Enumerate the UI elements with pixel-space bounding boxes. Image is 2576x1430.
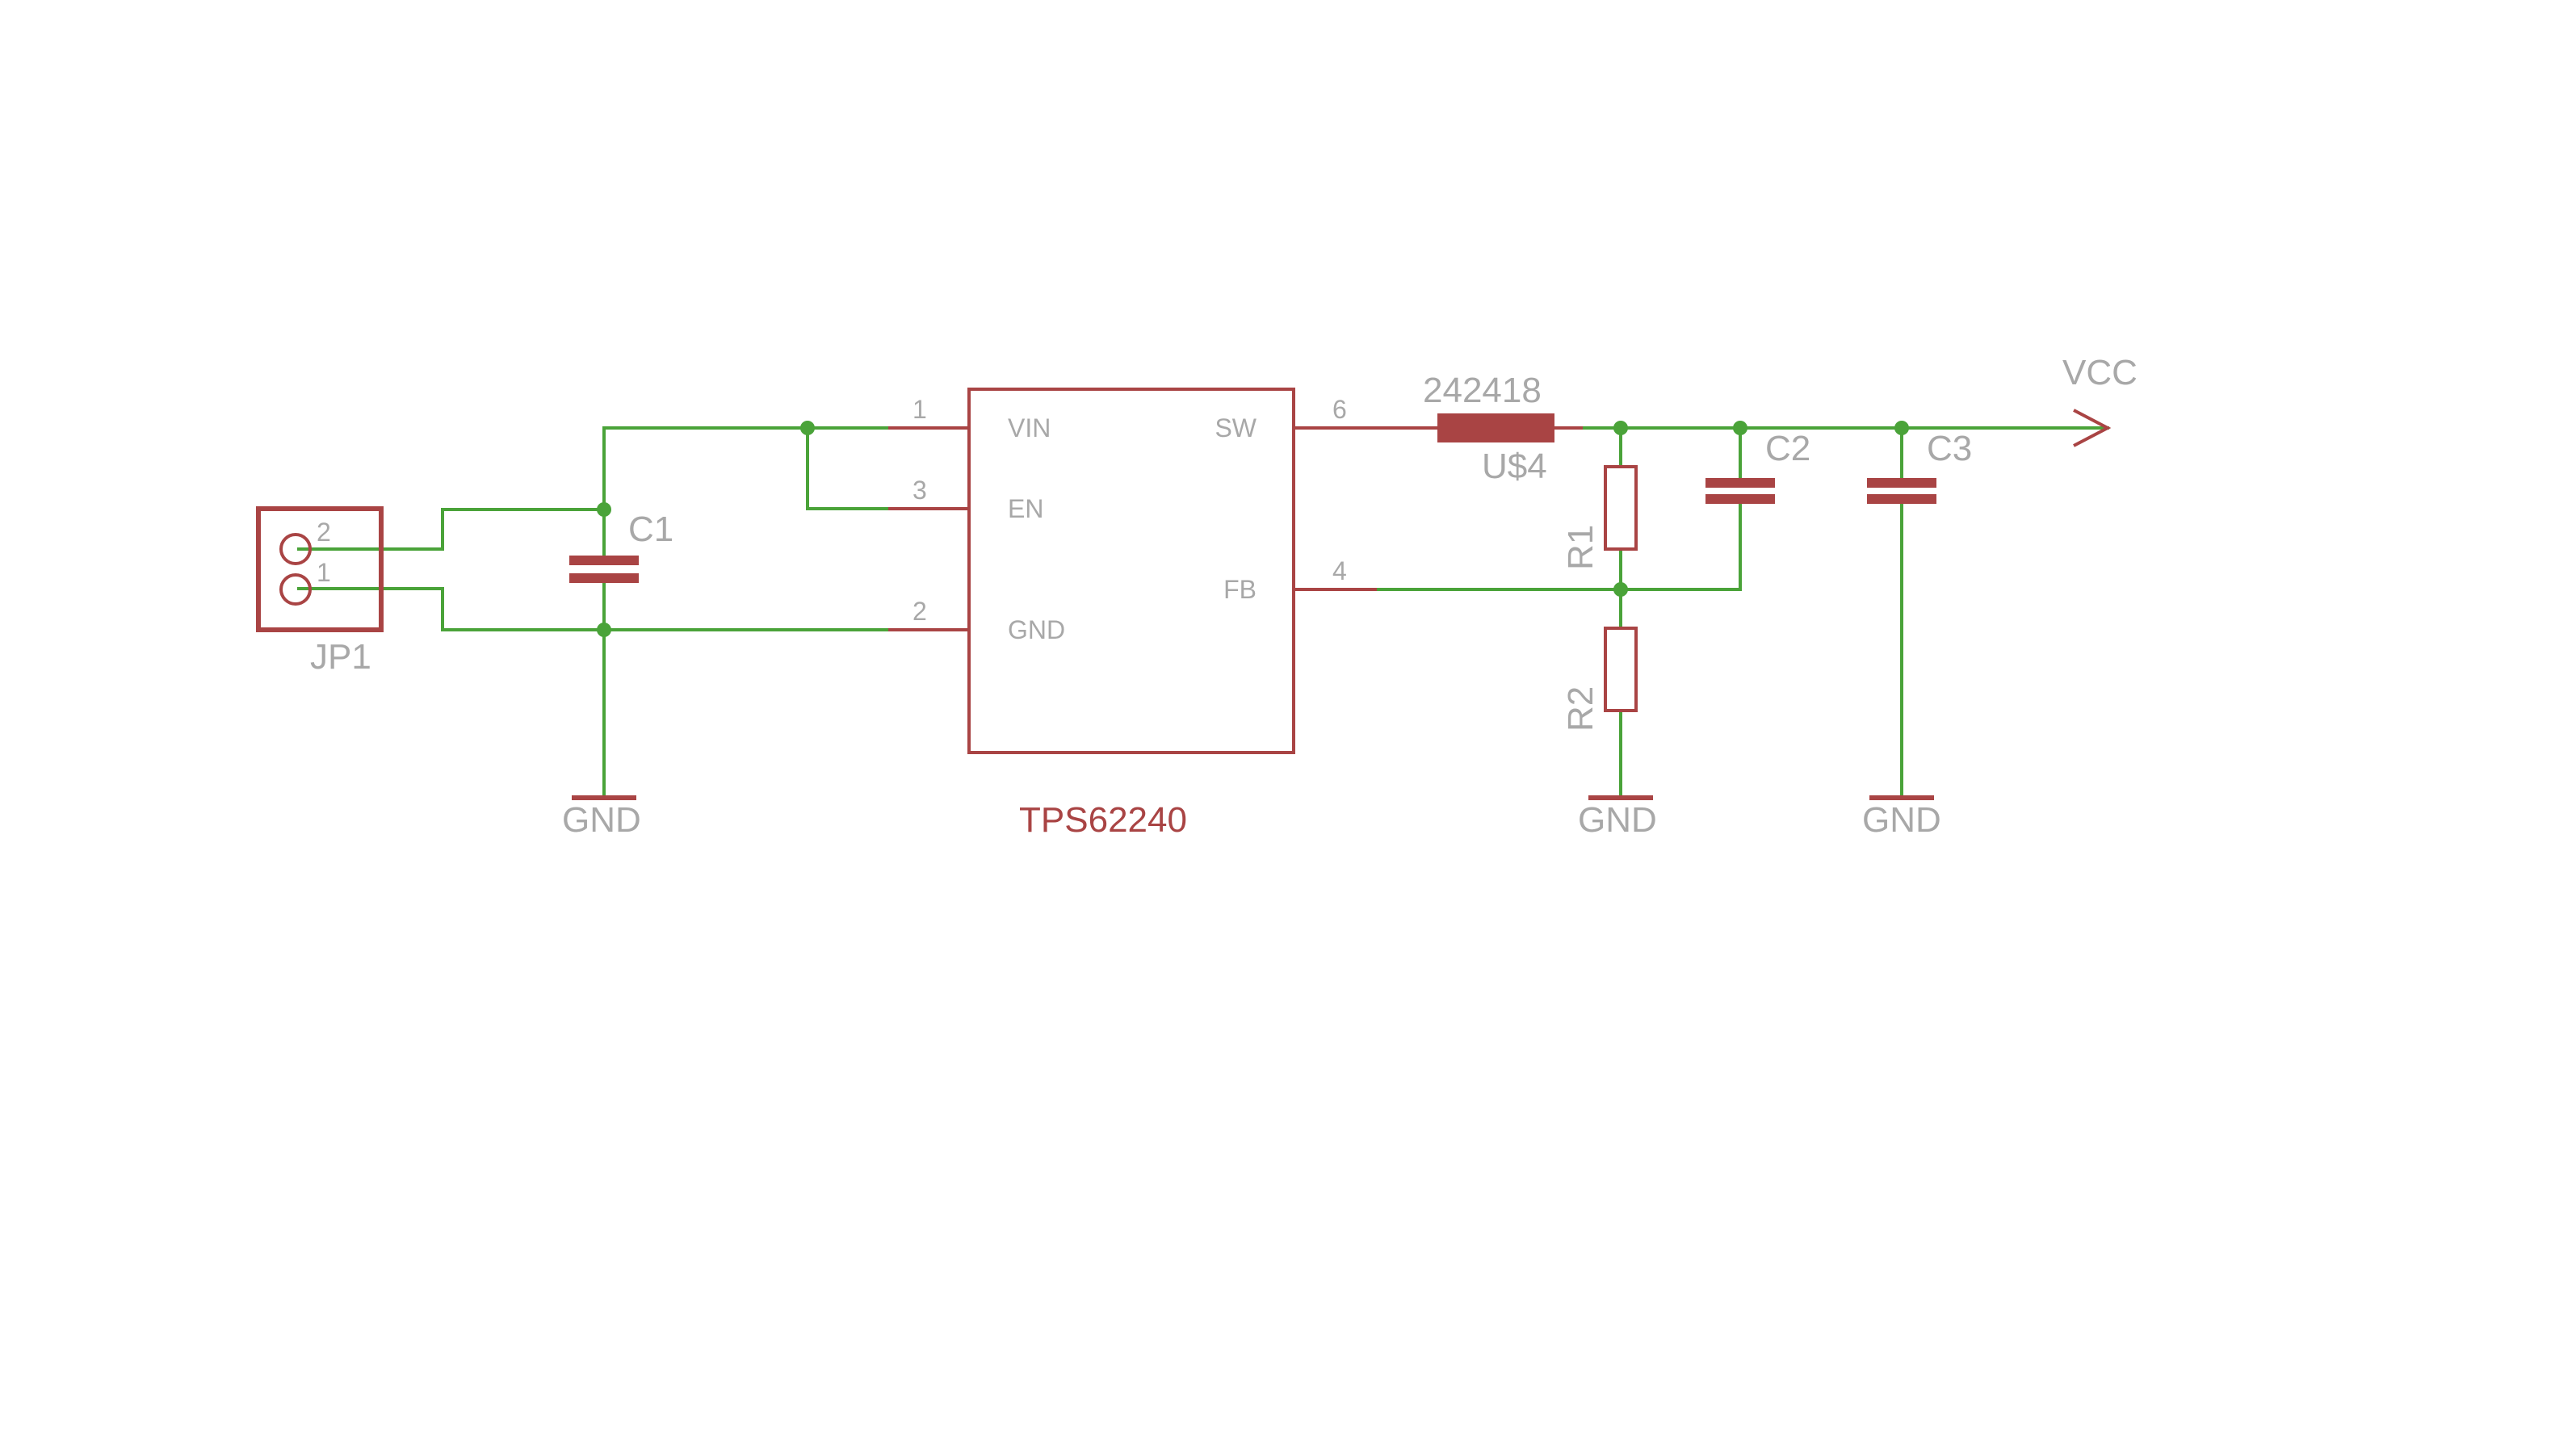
junction-dot [1613,582,1628,597]
ic-pin-number: 2 [913,597,927,626]
net-fb [1375,499,1742,591]
net-en-tie [806,426,890,510]
net-jp1-pin1 [297,587,606,631]
ic-pin-number: 6 [1332,395,1347,424]
net-jp1-pin2 [297,508,606,551]
ic-tps62240[interactable]: 1 3 2 6 4 VIN EN GND SW FB TPS62240 [888,388,1377,840]
ground-label: GND [562,800,641,840]
resistor-r1[interactable]: R1 [1561,465,1638,570]
capacitor-ref-label: C3 [1927,429,1972,468]
ic-body [967,388,1295,754]
connector-pin-icon [279,533,312,565]
ic-part-label: TPS62240 [1019,800,1187,840]
junction-dot [1613,421,1628,435]
capacitor-plate [1705,494,1775,504]
ic-pin-name: GND [1008,615,1065,644]
connector-pin-number: 2 [317,518,331,547]
capacitor-plate [1867,494,1936,504]
gnd-symbol-c1: GND [562,795,641,840]
resistor-body [1604,465,1638,551]
capacitor-ref-label: C2 [1765,429,1810,468]
gnd-symbol-r2: GND [1578,795,1657,840]
junctions [597,421,1909,637]
capacitor-plate [569,556,639,565]
capacitor-plate [1867,478,1936,488]
gnd-symbol-c3: GND [1862,795,1941,840]
connector-pin-number: 1 [317,558,331,587]
junction-dot [1894,421,1909,435]
inductor-body [1437,413,1554,442]
ic-pin-number: 3 [913,476,927,505]
capacitor-c2[interactable]: C2 [1705,429,1810,504]
ic-pin-number: 4 [1332,556,1347,585]
ic-pin-name: EN [1008,494,1043,523]
capacitor-ref-label: C1 [628,510,673,549]
resistor-ref-label: R2 [1561,686,1601,732]
inductor-value-label: 242418 [1423,371,1542,410]
junction-dot [1733,421,1747,435]
junction-dot [800,421,815,435]
inductor-u4[interactable]: 242418 U$4 [1377,371,1583,486]
junction-dot [597,623,611,637]
nets [297,426,2109,799]
capacitor-c3[interactable]: C3 [1867,429,1972,504]
resistor-ref-label: R1 [1561,525,1601,570]
resistor-r2[interactable]: R2 [1561,627,1638,732]
inductor-ref-label: U$4 [1482,447,1547,486]
junction-dot [597,502,611,517]
connector-pin-icon [279,573,312,606]
capacitor-plate [569,573,639,583]
ground-label: GND [1578,800,1657,840]
ic-pin-name: VIN [1008,413,1051,442]
connector-ref-label: JP1 [310,637,371,677]
ic-pin-number: 1 [913,395,927,424]
vcc-supply: VCC [2062,353,2138,447]
ic-pin-name: FB [1223,575,1257,604]
connector-jp1[interactable]: 2 1 JP1 [256,506,384,677]
vcc-arrow-icon [2073,409,2112,447]
resistor-body [1604,627,1638,712]
ground-label: GND [1862,800,1941,840]
connector-body [256,506,384,632]
capacitor-c1[interactable]: C1 [569,510,673,583]
capacitor-plate [1705,478,1775,488]
ic-pin-name: SW [1215,413,1257,442]
vcc-label: VCC [2062,353,2138,392]
